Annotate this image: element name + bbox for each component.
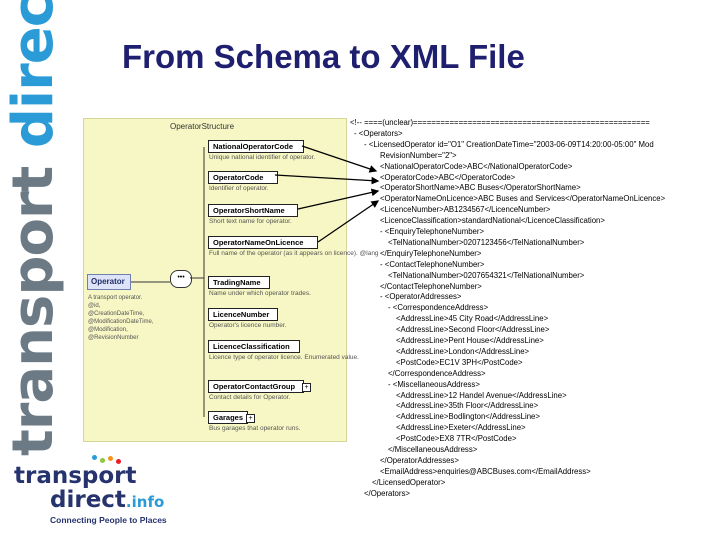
diagram-header: OperatorStructure: [170, 122, 235, 131]
schema-node: LicenceClassification: [208, 340, 300, 353]
bottom-logo-line1: transport: [14, 463, 137, 489]
arrow-national-operator-code: [301, 145, 378, 173]
operator-attribute: @ModificationDateTime,: [88, 319, 154, 325]
xml-line: </Operators>: [364, 488, 410, 498]
operator-node: Operator: [87, 274, 131, 290]
xml-line: <AddressLine>45 City Road</AddressLine>: [396, 314, 549, 324]
operator-attribute: @id,: [88, 303, 101, 309]
xml-line: <AddressLine>Second Floor</AddressLine>: [396, 325, 550, 335]
schema-node-description: Identifier of operator.: [209, 185, 269, 192]
xml-line: </LicensedOperator>: [372, 477, 446, 487]
xml-line: <!-- ====(unclear)======================…: [350, 118, 650, 127]
xml-line: - <EnquiryTelephoneNumber>: [380, 227, 485, 236]
schema-node-description: Operator's licence number.: [209, 322, 287, 329]
operator-attributes: A transport operator. @id, @CreationDateTi…: [88, 294, 154, 342]
xml-line: <TelNationalNumber>0207654321</TelNation…: [388, 270, 585, 280]
xml-line: </MiscellaneousAddress>: [388, 445, 478, 454]
bottom-logo-info: .info: [125, 493, 165, 511]
xml-line: <PostCode>EC1V 3PH</PostCode>: [396, 357, 523, 367]
operator-attribute: @RevisionNumber: [88, 335, 139, 341]
sequence-icon: •••: [170, 270, 192, 288]
schema-node-description: Contact details for Operator.: [209, 394, 291, 401]
xml-line: - <ContactTelephoneNumber>: [380, 259, 485, 269]
bottom-logo-tagline: Connecting People to Places: [50, 515, 167, 525]
xml-line: <AddressLine>35th Floor</AddressLine>: [396, 401, 539, 411]
schema-node: LicenceNumber: [208, 308, 278, 321]
schema-node-label: NationalOperatorCode: [213, 142, 294, 151]
expand-icon[interactable]: +: [302, 383, 311, 392]
xml-line: <PostCode>EX8 7TR</PostCode>: [396, 434, 517, 444]
expand-icon[interactable]: +: [246, 414, 255, 423]
xml-line: </OperatorAddresses>: [380, 455, 459, 465]
xml-line: - <CorrespondenceAddress>: [388, 303, 489, 313]
schema-node: OperatorCode: [208, 171, 278, 184]
schema-node-label: TradingName: [213, 278, 261, 287]
xml-line: <AddressLine>Bodlington</AddressLine>: [396, 412, 540, 422]
xml-line: <TelNationalNumber>0207123456</TelNation…: [388, 237, 585, 247]
schema-node-label: LicenceNumber: [213, 310, 270, 319]
xml-line: <OperatorNameOnLicence>ABC Buses and Ser…: [380, 194, 666, 204]
xml-line: <AddressLine>London</AddressLine>: [396, 346, 530, 356]
schema-node-description: Name under which operator trades.: [209, 290, 311, 297]
xml-line: - <LicensedOperator id="O1" CreationDate…: [364, 139, 654, 149]
schema-node: TradingName: [208, 276, 270, 289]
schema-node: OperatorShortName: [208, 204, 298, 217]
xml-listing: <!-- ====(unclear)======================…: [350, 118, 695, 506]
xml-line: <AddressLine>Exeter</AddressLine>: [396, 423, 526, 433]
arrow-operator-short-name: [297, 188, 380, 210]
schema-node-description: Full name of the operator (as it appears…: [209, 250, 379, 257]
schema-node-label: OperatorNameOnLicence: [213, 238, 304, 247]
schema-diagram: OperatorStructure Operator A transport o…: [83, 118, 379, 442]
schema-node: OperatorContactGroup +: [208, 380, 311, 393]
schema-node-label: OperatorCode: [213, 173, 264, 182]
xml-line: </CorrespondenceAddress>: [388, 368, 486, 378]
xml-line: <AddressLine>Pent House</AddressLine>: [396, 336, 544, 345]
xml-line: - <Operators>: [354, 128, 403, 138]
xml-line: - <MiscellaneousAddress>: [388, 379, 480, 389]
arrow-operator-name-on-licence: [317, 200, 380, 243]
arrow-operator-code: [274, 174, 380, 185]
xml-line: <NationalOperatorCode>ABC</NationalOpera…: [380, 161, 573, 171]
xml-line: </EnquiryTelephoneNumber>: [380, 248, 482, 258]
schema-node-label: LicenceClassification: [213, 342, 290, 351]
operator-attribute: A transport operator.: [88, 295, 143, 301]
xml-line: RevisionNumber="2">: [380, 150, 457, 160]
xml-line: - <OperatorAddresses>: [380, 292, 462, 302]
operator-attribute: @CreationDateTime,: [88, 311, 145, 317]
schema-node-description: Licence type of operator licence. Enumer…: [209, 354, 359, 361]
xml-line: <EmailAddress>enquiries@ABCBuses.com</Em…: [380, 466, 591, 476]
schema-node-description: Unique national identifier of operator.: [209, 154, 316, 161]
xml-line: <OperatorCode>ABC</OperatorCode>: [380, 172, 516, 182]
diagram-connectors: [131, 147, 205, 417]
xml-line: <LicenceClassification>standardNational<…: [380, 216, 605, 226]
schema-node-label: Garages: [213, 413, 244, 422]
xml-line: <AddressLine>12 Handel Avenue</AddressLi…: [396, 390, 567, 400]
operator-attribute: @Modification,: [88, 327, 128, 333]
slide-title: From Schema to XML File: [122, 38, 525, 75]
xml-line: <LicenceNumber>AB1234567</LicenceNumber>: [380, 205, 551, 215]
schema-node-label: OperatorContactGroup: [213, 382, 296, 391]
schema-node-description: Short text name for operator.: [209, 218, 292, 225]
schema-node: OperatorNameOnLicence: [208, 236, 318, 249]
bottom-logo-line2: direct: [50, 487, 126, 513]
schema-node-label: OperatorShortName: [213, 206, 285, 215]
schema-node: Garages+: [208, 411, 255, 424]
xml-line: <OperatorShortName>ABC Buses</OperatorSh…: [380, 183, 581, 193]
schema-node-description: Bus garages that operator runs.: [209, 425, 301, 432]
xml-line: </ContactTelephoneNumber>: [380, 281, 482, 291]
bottom-logo: transport direct.info Connecting People …: [14, 455, 167, 525]
